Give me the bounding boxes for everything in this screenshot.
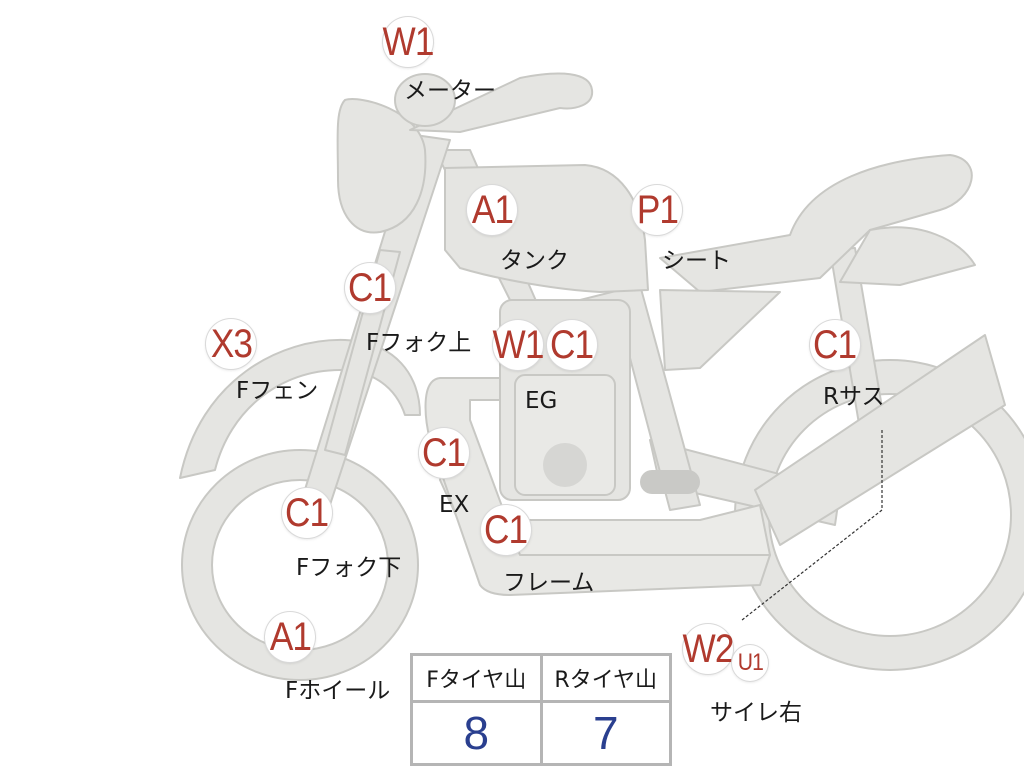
badge-rear-suspension: C1 <box>810 320 860 370</box>
label-fork-upper: Fフォク上 <box>366 330 472 356</box>
label-front-wheel: Fホイール <box>285 678 391 704</box>
badge-code: W1 <box>492 323 544 367</box>
badge-code: W2 <box>682 627 734 671</box>
badge-code: X3 <box>210 322 252 366</box>
label-frame: フレーム <box>503 570 595 596</box>
badge-code: P1 <box>636 188 678 232</box>
seat <box>659 154 973 293</box>
badge-code: C1 <box>348 266 392 310</box>
meter <box>394 73 456 127</box>
badge-code: A1 <box>471 188 513 232</box>
badge-silencer-u1: U1 <box>732 645 768 681</box>
tire-tread-table: Fタイヤ山 Rタイヤ山 8 7 <box>410 653 672 766</box>
label-tank: タンク <box>500 248 569 274</box>
badge-exhaust: C1 <box>419 428 469 478</box>
badge-code: C1 <box>550 323 594 367</box>
label-meter: メーター <box>404 78 496 104</box>
badge-seat: P1 <box>632 185 682 235</box>
badge-frame: C1 <box>481 505 531 555</box>
value-rear-tire: 7 <box>539 700 672 766</box>
badge-code: C1 <box>422 431 466 475</box>
side-cover <box>659 289 781 371</box>
table-value-row: 8 7 <box>410 700 672 766</box>
label-fender: Fフェン <box>236 378 319 404</box>
leader-line <box>741 430 883 621</box>
label-exhaust: EX <box>439 492 470 518</box>
badge-fork-upper: C1 <box>345 263 395 313</box>
badge-silencer: W2 <box>682 624 734 674</box>
badge-code: C1 <box>813 323 857 367</box>
badge-code: C1 <box>285 491 329 535</box>
badge-engine-w1: W1 <box>492 320 544 370</box>
label-engine: EG <box>525 388 558 414</box>
badge-front-wheel: A1 <box>265 612 315 662</box>
handlebar <box>409 72 594 133</box>
header-rear-tire: Rタイヤ山 <box>539 653 672 703</box>
badge-code: U1 <box>737 649 763 676</box>
badge-tank: A1 <box>467 185 517 235</box>
label-rear-suspension: Rサス <box>823 384 885 410</box>
label-seat: シート <box>662 248 731 274</box>
front-fender <box>179 338 421 479</box>
muffler <box>754 334 1006 546</box>
badge-fender: X3 <box>206 319 256 369</box>
badge-code: C1 <box>484 508 528 552</box>
badge-code: A1 <box>269 615 311 659</box>
rear-cowl <box>839 226 976 286</box>
value-front-tire: 8 <box>410 700 543 766</box>
label-fork-lower: Fフォク下 <box>296 555 402 581</box>
header-front-tire: Fタイヤ山 <box>410 653 543 703</box>
table-header-row: Fタイヤ山 Rタイヤ山 <box>410 653 672 703</box>
front-wheel <box>182 450 418 680</box>
badge-code: W1 <box>382 20 434 64</box>
label-silencer: サイレ右 <box>710 700 802 726</box>
badge-fork-lower: C1 <box>282 488 332 538</box>
badge-meter: W1 <box>382 17 434 67</box>
badge-engine-c1: C1 <box>547 320 597 370</box>
